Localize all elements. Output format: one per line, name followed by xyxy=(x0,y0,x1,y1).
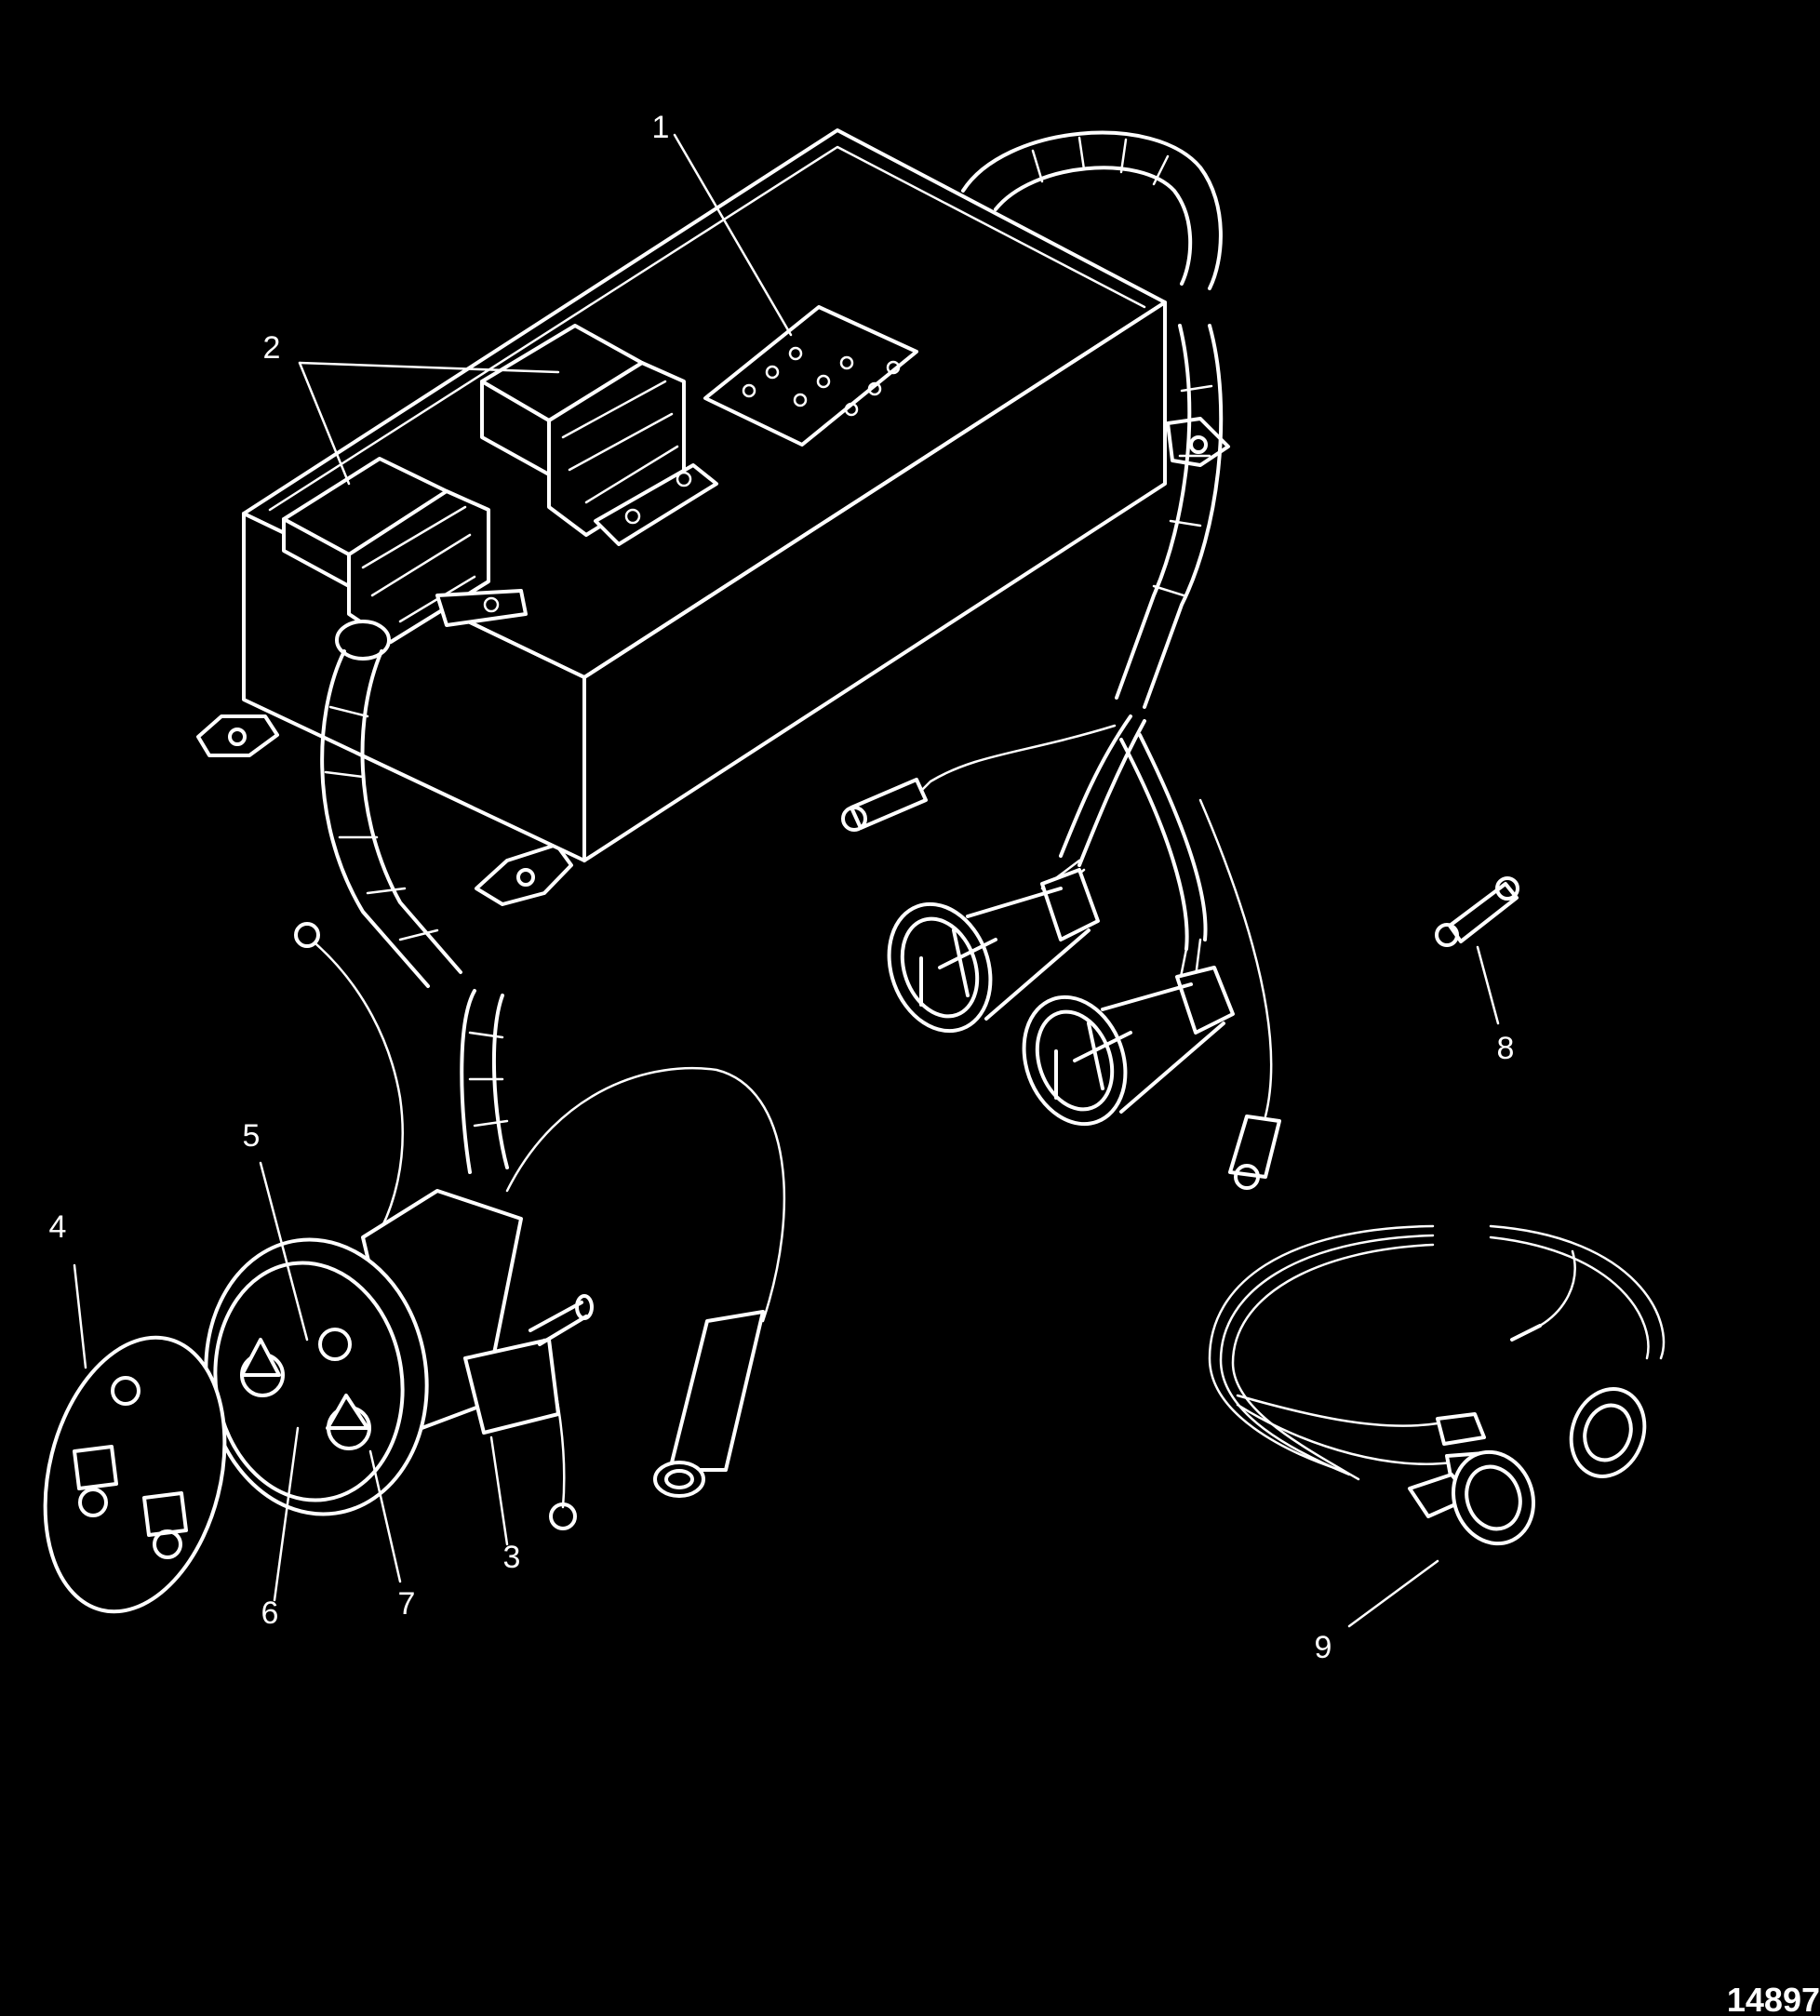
callout-labels: 1 2 3 4 5 6 7 8 9 14897 xyxy=(49,110,1820,2016)
callout-2: 2 xyxy=(263,330,281,366)
main-harness xyxy=(841,130,1281,1190)
callout-7: 7 xyxy=(398,1586,416,1622)
callout-8: 8 xyxy=(1497,1031,1515,1066)
leader-lines xyxy=(73,133,1500,1628)
terminal-block xyxy=(703,305,918,447)
harness-connector-lower xyxy=(1022,966,1235,1127)
switch-harness xyxy=(294,620,786,1530)
figure-number: 14897 xyxy=(1727,1981,1820,2016)
harness-connector-upper xyxy=(887,868,1100,1034)
callout-4: 4 xyxy=(49,1209,67,1245)
relay-right xyxy=(480,324,718,546)
callout-6: 6 xyxy=(261,1595,279,1631)
extension-harness xyxy=(1208,1224,1666,1546)
relay-left xyxy=(282,457,528,644)
callout-9: 9 xyxy=(1315,1630,1332,1665)
fuse xyxy=(1435,876,1519,947)
callout-1: 1 xyxy=(652,110,670,145)
callout-3: 3 xyxy=(503,1540,521,1575)
trim-switch-assembly xyxy=(204,1189,594,1516)
callout-5: 5 xyxy=(243,1118,261,1154)
decal-plate xyxy=(43,1335,227,1614)
